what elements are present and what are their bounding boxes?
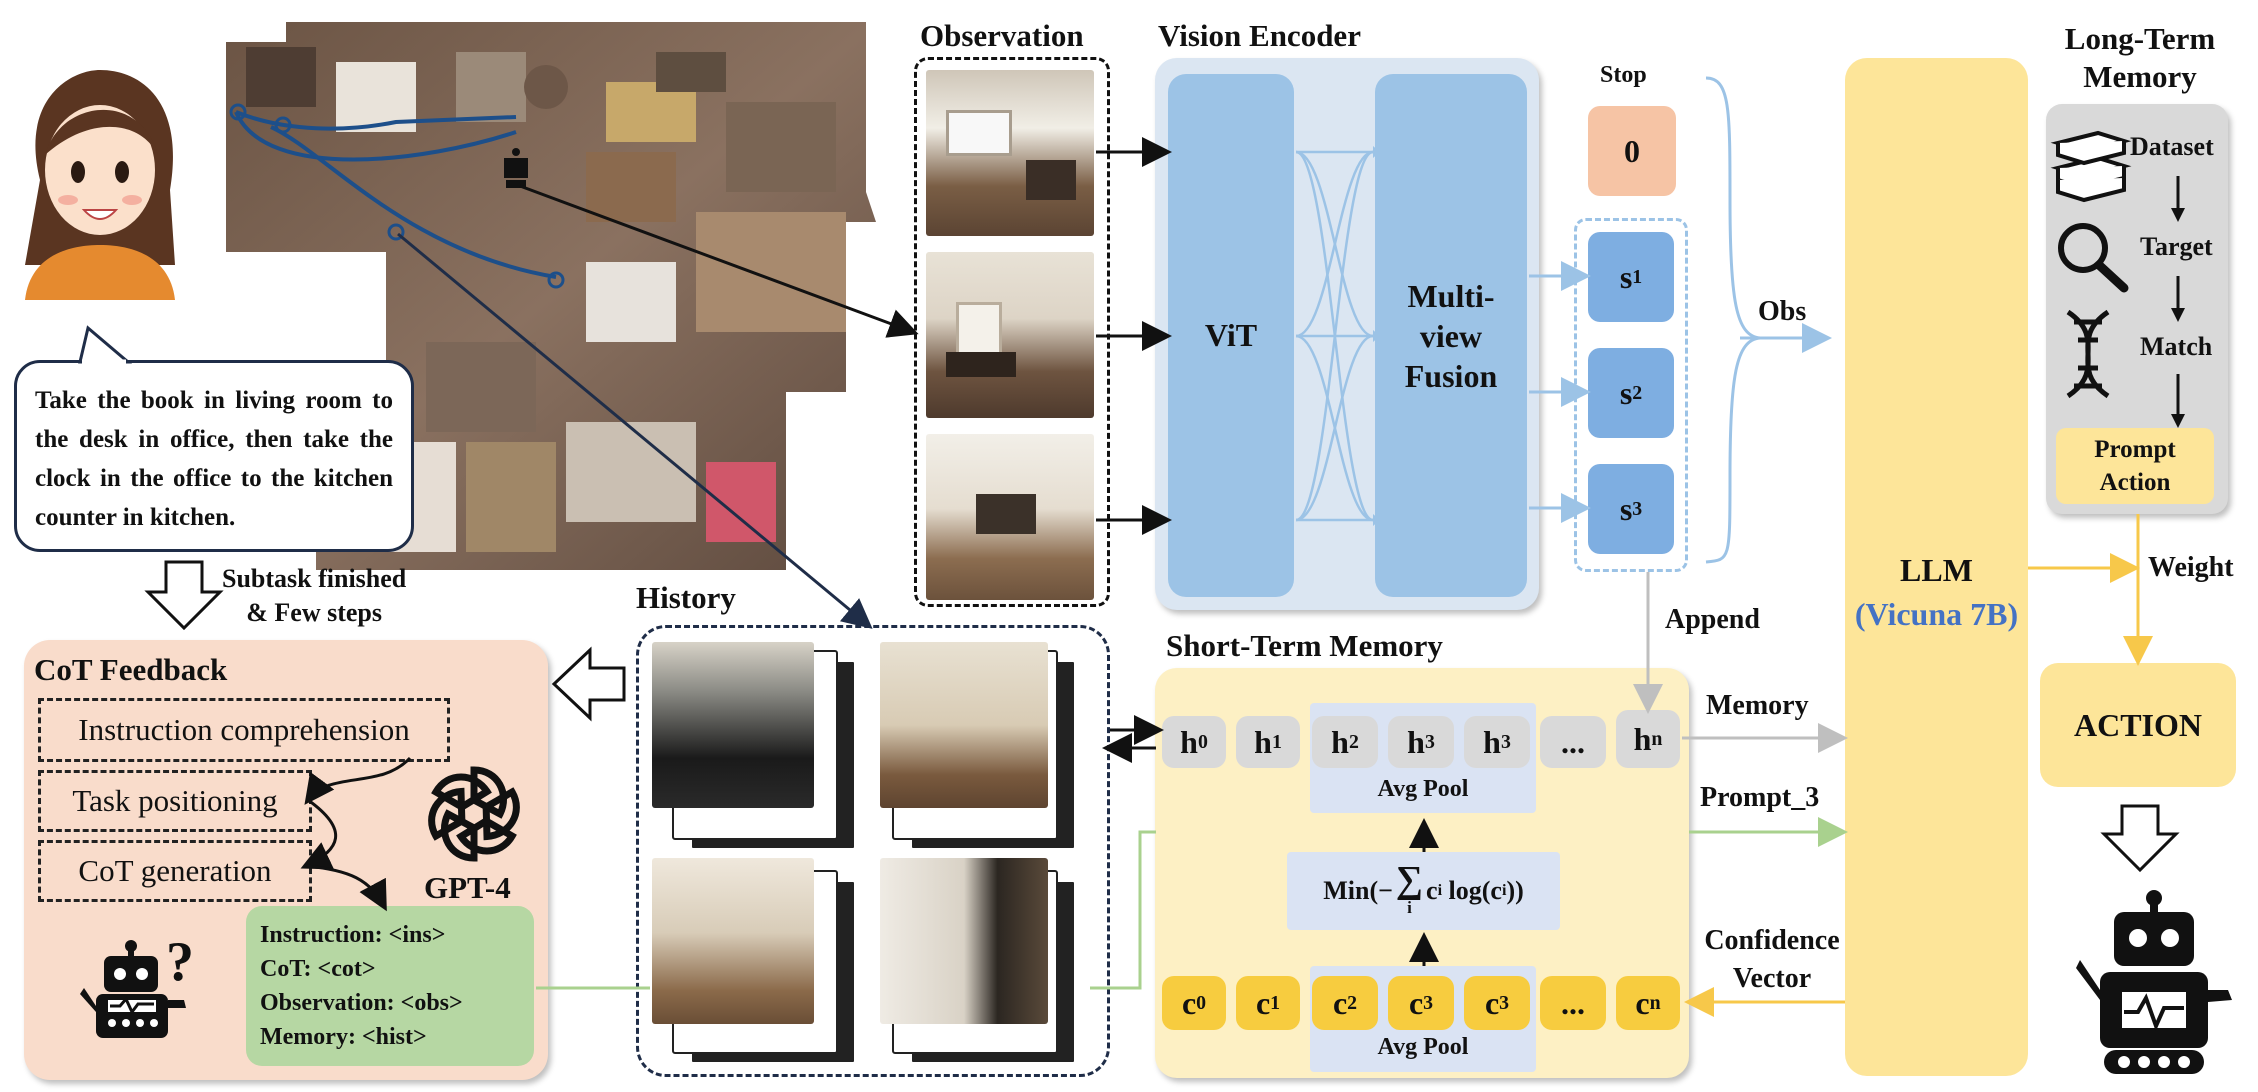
user-avatar: [10, 60, 190, 300]
action-block: ACTION: [2040, 663, 2236, 787]
cot-feedback-title: CoT Feedback: [34, 652, 228, 687]
append-label: Append: [1665, 604, 1760, 635]
history-image-2: [880, 642, 1048, 808]
ltm-prompt-action: Prompt Action: [2056, 428, 2214, 504]
short-term-memory-title: Short-Term Memory: [1166, 628, 1443, 663]
h-chip-ellipsis: ...: [1540, 716, 1606, 768]
stop-label: Stop: [1600, 62, 1647, 88]
cot-step-instruction-comprehension: Instruction comprehension: [38, 698, 450, 762]
instruction-text: Take the book in living room to the desk…: [35, 387, 393, 531]
observation-image-3: [926, 434, 1094, 600]
vit-label: ViT: [1204, 317, 1258, 353]
memory-label: Memory: [1706, 690, 1809, 721]
ltm-step-dataset: Dataset: [2130, 132, 2214, 161]
multiview-fusion-block: Multi-view Fusion: [1375, 74, 1527, 597]
prompt3-label: Prompt_3: [1700, 782, 1820, 813]
ltm-step-match: Match: [2140, 332, 2213, 361]
vit-block: ViT: [1168, 74, 1294, 597]
history-image-1: [652, 642, 814, 808]
question-mark: ?: [166, 931, 194, 993]
c-chip-ellipsis: ...: [1540, 976, 1606, 1030]
weight-label: Weight: [2148, 552, 2234, 583]
history-title: History: [636, 580, 736, 615]
history-image-3: [652, 858, 814, 1024]
long-term-memory-title: Long-Term Memory: [2064, 21, 2216, 94]
history-image-4: [880, 858, 1048, 1024]
observation-title: Observation: [920, 18, 1084, 53]
llm-title: LLM: [1900, 552, 1973, 588]
avg-pool-bottom-label: Avg Pool: [1377, 1034, 1469, 1060]
stop-token: 0: [1588, 106, 1676, 196]
observation-image-1: [926, 70, 1094, 236]
gpt4-label: GPT-4: [424, 870, 511, 905]
subtask-note: Subtask finished & Few steps: [222, 564, 407, 627]
observation-image-2: [926, 252, 1094, 418]
cot-step-task-positioning: Task positioning: [38, 770, 312, 832]
cot-step-cot-generation: CoT generation: [38, 840, 312, 902]
confidence-vector-label: Confidence Vector: [1704, 925, 1840, 994]
ltm-step-target: Target: [2140, 232, 2213, 261]
instruction-bubble: Take the book in living room to the desk…: [14, 360, 414, 552]
llm-label: LLM (Vicuna 7B): [1845, 548, 2028, 636]
llm-block: [1845, 58, 2028, 1076]
vision-encoder-title: Vision Encoder: [1158, 18, 1361, 53]
llm-model-name: (Vicuna 7B): [1854, 596, 2019, 632]
obs-label: Obs: [1758, 296, 1807, 327]
avg-pool-top-label: Avg Pool: [1377, 776, 1469, 802]
prompt-template-box: Instruction: <ins> CoT: <cot> Observatio…: [246, 906, 534, 1066]
fusion-label: Multi-view Fusion: [1404, 277, 1498, 394]
